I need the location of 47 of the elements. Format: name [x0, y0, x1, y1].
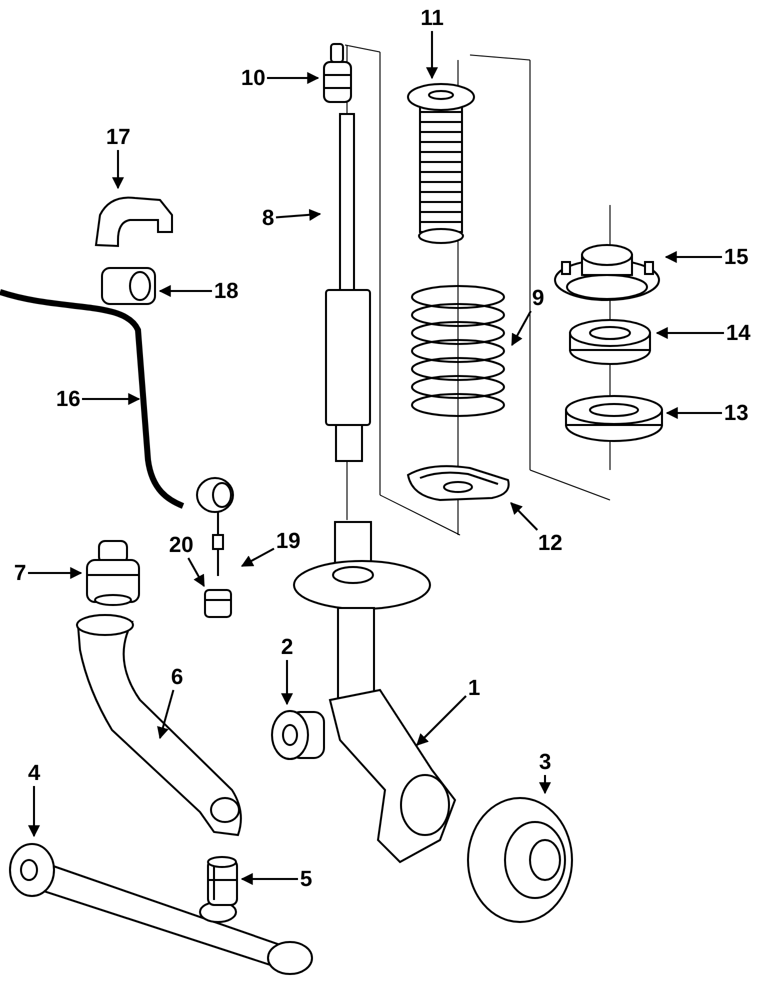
callout-number: 8	[262, 206, 274, 230]
bump-stop-drawing	[320, 42, 354, 104]
leader-arrow	[276, 208, 322, 221]
leader-arrow	[82, 393, 140, 405]
callout-number: 20	[169, 533, 194, 557]
callout-number: 7	[14, 561, 26, 585]
spring-seat-drawing	[563, 393, 665, 443]
nut-drawing	[202, 586, 234, 620]
leader-arrow	[426, 31, 438, 80]
callout-number: 9	[532, 286, 544, 310]
callout-number: 18	[214, 279, 238, 303]
callout-number: 13	[724, 401, 748, 425]
leader-arrow	[666, 407, 722, 419]
leader-arrow	[664, 251, 722, 263]
leader-arrow	[240, 873, 298, 885]
callout-number: 2	[281, 635, 294, 659]
leader-arrow	[28, 786, 40, 838]
leader-arrow	[112, 150, 124, 190]
leader-arrow	[158, 285, 212, 297]
dust-boot-drawing	[405, 80, 477, 245]
leader-arrow	[511, 310, 532, 346]
leader-arrow	[281, 660, 293, 706]
callout-number: 4	[28, 761, 40, 785]
callout-number: 11	[420, 6, 444, 30]
callout-number: 12	[538, 531, 562, 555]
leader-arrow	[539, 775, 551, 794]
leader-arrow	[157, 690, 174, 740]
callout-number: 1	[468, 676, 480, 700]
callout-number: 14	[726, 321, 750, 345]
callout-number: 17	[106, 125, 130, 149]
bushing-drawing	[205, 857, 240, 907]
callout-number: 15	[724, 245, 748, 269]
callout-number: 19	[276, 529, 300, 553]
leader-arrow	[416, 695, 467, 746]
leader-arrow	[240, 548, 274, 567]
leader-arrow	[656, 327, 724, 339]
leader-arrow	[510, 502, 538, 531]
callout-number: 10	[241, 66, 266, 90]
leader-arrow	[187, 558, 205, 588]
callout-number: 3	[539, 750, 552, 774]
leader-arrow	[267, 72, 320, 84]
shock-absorber-drawing	[322, 110, 374, 465]
callout-number: 5	[300, 867, 312, 891]
bushing-drawing	[83, 538, 143, 608]
callout-number: 16	[56, 387, 80, 411]
leader-arrow	[28, 567, 82, 579]
callout-number: 6	[171, 665, 184, 689]
